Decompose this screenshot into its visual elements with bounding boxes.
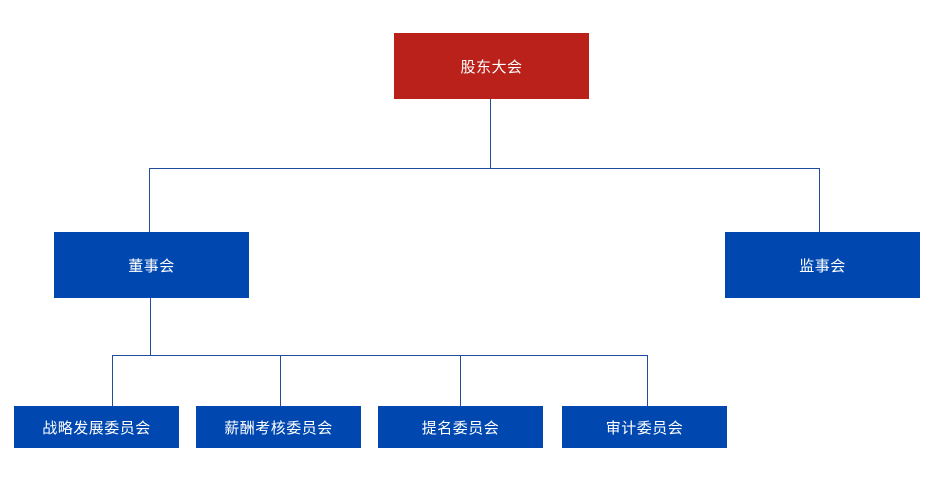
connector-level2-horizontal [149,168,820,169]
node-shareholders-meeting: 股东大会 [394,33,589,99]
node-label: 董事会 [128,256,175,275]
node-label: 股东大会 [460,57,523,76]
node-label: 薪酬考核委员会 [224,418,333,437]
node-label: 提名委员会 [421,418,500,437]
node-strategy-committee: 战略发展委员会 [14,406,179,448]
connector-root-down [490,98,491,169]
connector-committees-horizontal [112,355,648,356]
connector-committee-4-drop [647,355,648,407]
node-label: 战略发展委员会 [42,418,151,437]
node-compensation-committee: 薪酬考核委员会 [196,406,361,448]
node-board-of-supervisors: 监事会 [725,232,920,298]
node-label: 监事会 [799,256,846,275]
node-audit-committee: 审计委员会 [562,406,727,448]
connector-committee-3-drop [460,355,461,407]
connector-committee-1-drop [112,355,113,407]
connector-board-down [150,297,151,356]
connector-committee-2-drop [280,355,281,407]
connector-board-drop [149,168,150,233]
connector-supervisory-drop [819,168,820,233]
node-label: 审计委员会 [605,418,684,437]
node-board-of-directors: 董事会 [54,232,249,298]
node-nomination-committee: 提名委员会 [378,406,543,448]
